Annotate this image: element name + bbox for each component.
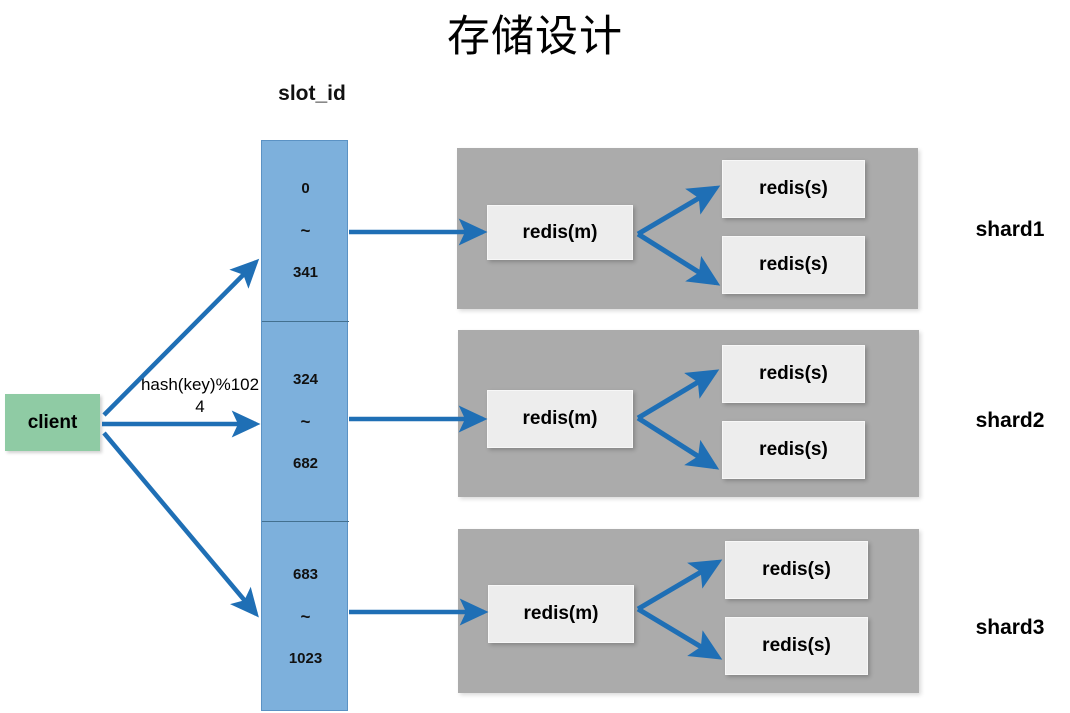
slot-cell-1-start: 0 bbox=[301, 180, 310, 197]
slot-cell-3-start: 683 bbox=[292, 566, 319, 583]
slot-id-header: slot_id bbox=[278, 82, 346, 105]
slot-cell-1-end: 341 bbox=[292, 264, 319, 281]
shard-1-master: redis(m) bbox=[487, 205, 633, 260]
slot-divider-2 bbox=[262, 521, 349, 522]
slot-id-column: 0 ~ 341 324 ~ 682 683 ~ 1023 bbox=[261, 140, 349, 712]
shard-3-slave-1: redis(s) bbox=[725, 541, 868, 599]
shard-label-3: shard3 bbox=[975, 616, 1045, 639]
slot-cell-3-end: 1023 bbox=[288, 650, 323, 667]
shard-group-2: redis(m) redis(s) redis(s) bbox=[458, 330, 919, 497]
slot-cell-2: 324 ~ 682 bbox=[262, 322, 349, 521]
slot-cell-2-start: 324 bbox=[292, 370, 319, 388]
shard-3-slave-2: redis(s) bbox=[725, 617, 868, 675]
shard-2-slave-1: redis(s) bbox=[722, 345, 865, 403]
arrow-client-to-slot3 bbox=[102, 431, 259, 618]
shard-group-3: redis(m) redis(s) redis(s) bbox=[458, 529, 919, 693]
slot-cell-1: 0 ~ 341 bbox=[262, 141, 349, 321]
shard-group-1: redis(m) redis(s) redis(s) bbox=[457, 148, 918, 309]
page-title: 存储设计 bbox=[447, 13, 623, 61]
shard-label-2: shard2 bbox=[975, 409, 1045, 432]
slot-divider-1 bbox=[262, 321, 349, 322]
client-box: client bbox=[5, 394, 100, 451]
slot-cell-3: 683 ~ 1023 bbox=[262, 522, 349, 712]
shard-3-master: redis(m) bbox=[488, 585, 634, 643]
shard-2-master: redis(m) bbox=[487, 390, 633, 448]
shard-label-1: shard1 bbox=[975, 218, 1045, 241]
hash-function-label: hash(key)%1024 bbox=[140, 375, 260, 416]
shard-1-slave-1: redis(s) bbox=[722, 160, 865, 218]
shard-2-slave-2: redis(s) bbox=[722, 421, 865, 479]
slot-cell-2-tilde: ~ bbox=[300, 411, 311, 431]
slot-cell-1-tilde: ~ bbox=[300, 221, 311, 240]
slot-cell-3-tilde: ~ bbox=[300, 607, 311, 626]
slot-cell-2-end: 682 bbox=[292, 454, 319, 472]
shard-1-slave-2: redis(s) bbox=[722, 236, 865, 294]
